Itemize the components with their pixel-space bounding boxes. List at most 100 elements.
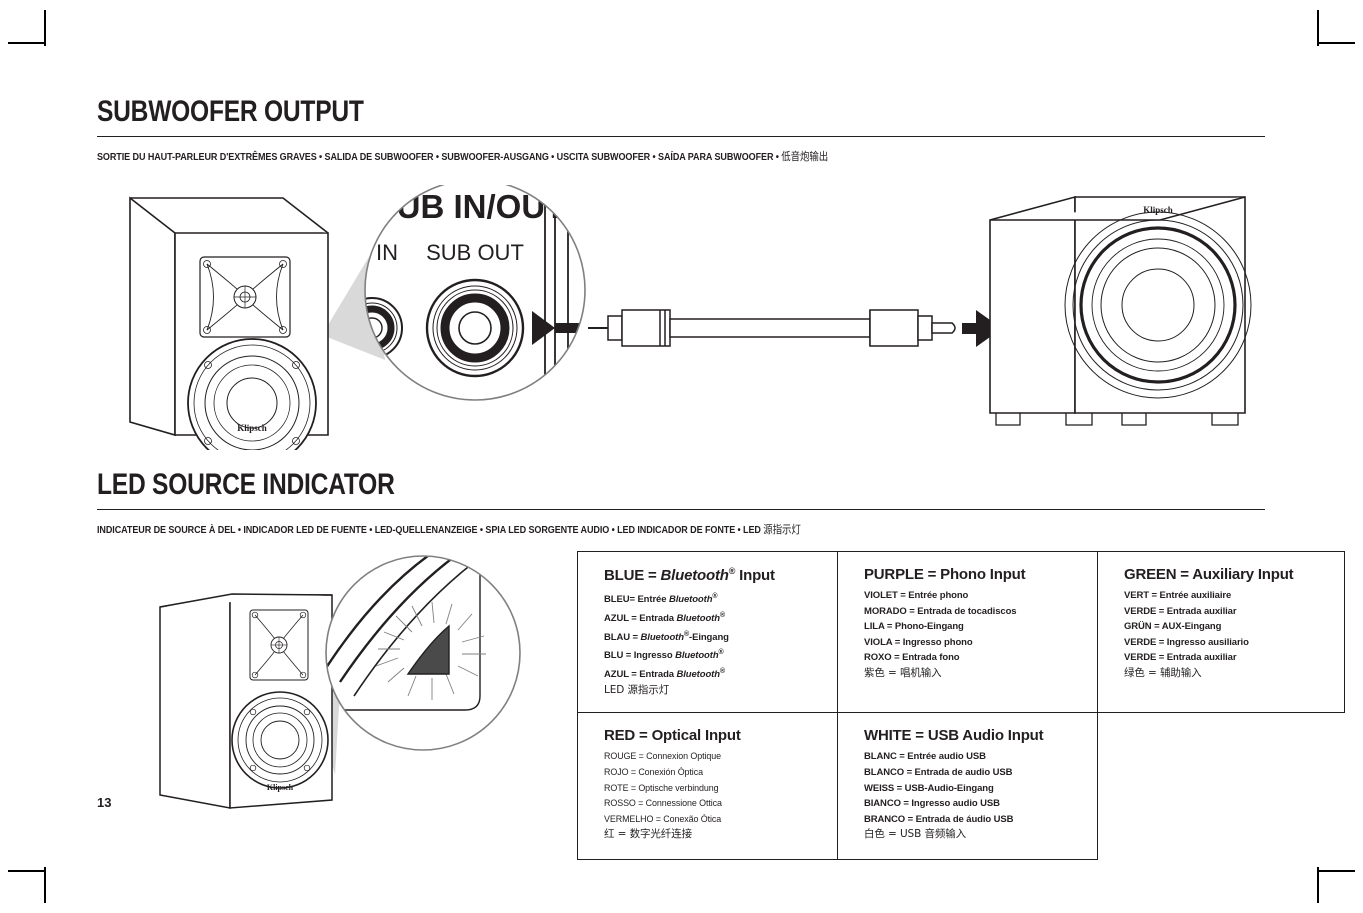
- led-magnifier-detail: [326, 556, 520, 750]
- cell-green-auxiliary-input: GREEN = Auxiliary Input VERT = Entrée au…: [1097, 550, 1345, 714]
- cell-line: VERMELHO = Conexão Ótica: [604, 813, 722, 825]
- cell-line: ROSSO = Connessione Ottica: [604, 798, 722, 810]
- cell-title: BLUE = Bluetooth® Input: [604, 566, 837, 584]
- crop-mark-bottom-right-horizontal: [1319, 870, 1355, 872]
- page-number: 13: [97, 795, 112, 810]
- cell-red-optical-input: RED = Optical Input ROUGE = Connexion Op…: [577, 712, 838, 861]
- crop-mark-bottom-left-vertical: [44, 867, 46, 903]
- bookshelf-speaker: Klipsch: [129, 196, 329, 468]
- page-title-led-source-indicator: LED SOURCE INDICATOR: [97, 468, 395, 501]
- cell-line: MORADO = Entrada de tocadiscos: [864, 605, 1017, 617]
- cell-color-name: WHITE: [864, 727, 912, 745]
- cell-title-tail: USB Audio Input: [927, 727, 1044, 745]
- rca-cable: [588, 309, 956, 347]
- crop-mark-top-right-horizontal: [1319, 42, 1355, 44]
- cell-color-name: GREEN: [1124, 566, 1177, 583]
- led-glow-rays: [375, 601, 486, 700]
- cell-line: ROJO = Conexión Óptica: [604, 766, 703, 778]
- cell-color-name: RED: [604, 727, 636, 745]
- cell-line: GRÜN = AUX-Eingang: [1124, 621, 1222, 633]
- cell-line: VIOLET = Entrée phono: [864, 590, 969, 601]
- subtitle-cjk: 低音炮输出: [781, 150, 829, 163]
- cell-blue-bluetooth-input: BLUE = Bluetooth® Input BLEU= Entrée Blu…: [577, 550, 838, 714]
- cell-title-tail: Optical Input: [651, 727, 741, 745]
- cell-eq: =: [911, 727, 928, 745]
- subtitle-subwoofer-output: SORTIE DU HAUT-PARLEUR D'EXTRÊMES GRAVES…: [97, 148, 1101, 164]
- table-row: RED = Optical Input ROUGE = Connexion Op…: [577, 712, 1345, 861]
- cell-line-cjk: 紫色 = 唱机输入: [864, 666, 942, 679]
- subwoofer-brand-logo: Klipsch: [1143, 205, 1173, 215]
- cell-line: VIOLA = Ingresso phono: [864, 636, 973, 648]
- sub-out-rca-jack: [425, 278, 525, 378]
- magnifier-detail: SUB IN/OUT IN SUB OUT: [365, 180, 585, 400]
- subtitle-led-source-indicator: INDICATEUR DE SOURCE À DEL • INDICADOR L…: [97, 521, 1101, 537]
- cell-line-cjk: 红 = 数字光纤连接: [604, 828, 692, 841]
- cell-line: VERDE = Entrada auxiliar: [1124, 605, 1237, 617]
- cell-line: LILA = Phono-Eingang: [864, 621, 964, 633]
- subwoofer: Klipsch: [989, 195, 1252, 426]
- cell-line: ROUGE = Connexion Optique: [604, 751, 722, 763]
- subtitle-latin: SORTIE DU HAUT-PARLEUR D'EXTRÊMES GRAVES…: [97, 151, 782, 163]
- cell-line: BLU = Ingresso Bluetooth®: [604, 649, 724, 662]
- cell-color-name: PURPLE: [864, 566, 924, 583]
- cell-title: GREEN = Auxiliary Input: [1124, 566, 1344, 583]
- cell-line: VERT = Entrée auxiliaire: [1124, 590, 1232, 601]
- arrow-left-icon: [532, 311, 555, 345]
- cell-line: ROTE = Optische verbindung: [604, 782, 719, 794]
- heading-rule: [97, 509, 1265, 510]
- speaker-brand-logo: Klipsch: [267, 783, 294, 792]
- cell-line: BLANC = Entrée audio USB: [864, 751, 986, 763]
- table-row: BLUE = Bluetooth® Input BLEU= Entrée Blu…: [577, 550, 1345, 714]
- cell-line: AZUL = Entrada Bluetooth®: [604, 611, 725, 624]
- cell-title-tail: Phono Input: [940, 566, 1026, 583]
- cell-eq: =: [644, 567, 661, 584]
- subtitle-cjk: 源指示灯: [763, 523, 801, 536]
- cell-line: BLANCO = Entrada de audio USB: [864, 766, 1013, 778]
- crop-mark-top-right-vertical: [1317, 10, 1319, 46]
- cell-line: BIANCO = Ingresso audio USB: [864, 798, 1000, 810]
- crop-mark-bottom-left-horizontal: [8, 870, 44, 872]
- cell-purple-phono-input: PURPLE = Phono Input VIOLET = Entrée pho…: [837, 550, 1098, 714]
- cell-line: BLAU = Bluetooth®-Eingang: [604, 630, 729, 643]
- cell-title-sup: ®: [728, 566, 736, 576]
- cell-line: BRANCO = Entrada de áudio USB: [864, 813, 1014, 825]
- speaker-brand-logo: Klipsch: [237, 423, 267, 433]
- crop-mark-bottom-right-vertical: [1317, 867, 1319, 903]
- cell-eq: =: [923, 566, 941, 583]
- cell-title-tail: Input: [735, 567, 775, 584]
- arrow-right-icon: [962, 310, 1002, 347]
- cell-line-cjk: 绿色 = 辅助输入: [1124, 666, 1202, 679]
- cell-title-tail: Auxiliary Input: [1192, 566, 1294, 583]
- cell-title: RED = Optical Input: [604, 727, 837, 744]
- section-subwoofer-output: SUBWOOFER OUTPUT SORTIE DU HAUT-PARLEUR …: [97, 97, 1265, 164]
- subwoofer-output-illustration: Klipsch SUB IN/OUT IN SUB OUT: [100, 179, 1260, 468]
- cell-title: PURPLE = Phono Input: [864, 566, 1097, 583]
- crop-mark-top-left-horizontal: [8, 42, 44, 44]
- section-led-source-indicator: LED SOURCE INDICATOR INDICATEUR DE SOURC…: [97, 470, 1265, 537]
- led-indicator-glyph: [406, 624, 450, 675]
- subtitle-latin: INDICATEUR DE SOURCE À DEL • INDICADOR L…: [97, 524, 764, 536]
- cell-line: VERDE = Ingresso ausiliario: [1124, 636, 1249, 648]
- cell-line: ROXO = Entrada fono: [864, 652, 960, 664]
- cell-title: WHITE = USB Audio Input: [864, 727, 1097, 744]
- cell-color-name: BLUE: [604, 567, 645, 584]
- page-title-subwoofer-output: SUBWOOFER OUTPUT: [97, 95, 364, 128]
- cell-eq: =: [1176, 566, 1193, 583]
- cell-line: VERDE = Entrada auxiliar: [1124, 652, 1237, 664]
- magnifier-label-in: IN: [376, 240, 398, 265]
- cell-eq: =: [635, 727, 652, 745]
- led-indicator-illustration: Klipsch: [140, 550, 540, 830]
- cell-title-italic: Bluetooth: [660, 567, 729, 584]
- magnifier-label-sub-out: SUB OUT: [426, 240, 524, 265]
- cell-line: BLEU= Entrée Bluetooth®: [604, 593, 718, 606]
- cell-white-usb-audio-input: WHITE = USB Audio Input BLANC = Entrée a…: [837, 712, 1098, 861]
- cell-empty: [1098, 713, 1345, 860]
- bookshelf-speaker-led: Klipsch: [159, 593, 333, 809]
- cell-line-cjk: 白色 = USB 音频输入: [864, 828, 967, 841]
- crop-mark-top-left-vertical: [44, 10, 46, 46]
- heading-rule: [97, 136, 1265, 137]
- cell-line: WEISS = USB-Audio-Eingang: [864, 782, 994, 794]
- cell-line-cjk: LED 源指示灯: [604, 683, 670, 696]
- magnifier-ring: [325, 555, 521, 751]
- led-source-legend-table: BLUE = Bluetooth® Input BLEU= Entrée Blu…: [577, 550, 1345, 861]
